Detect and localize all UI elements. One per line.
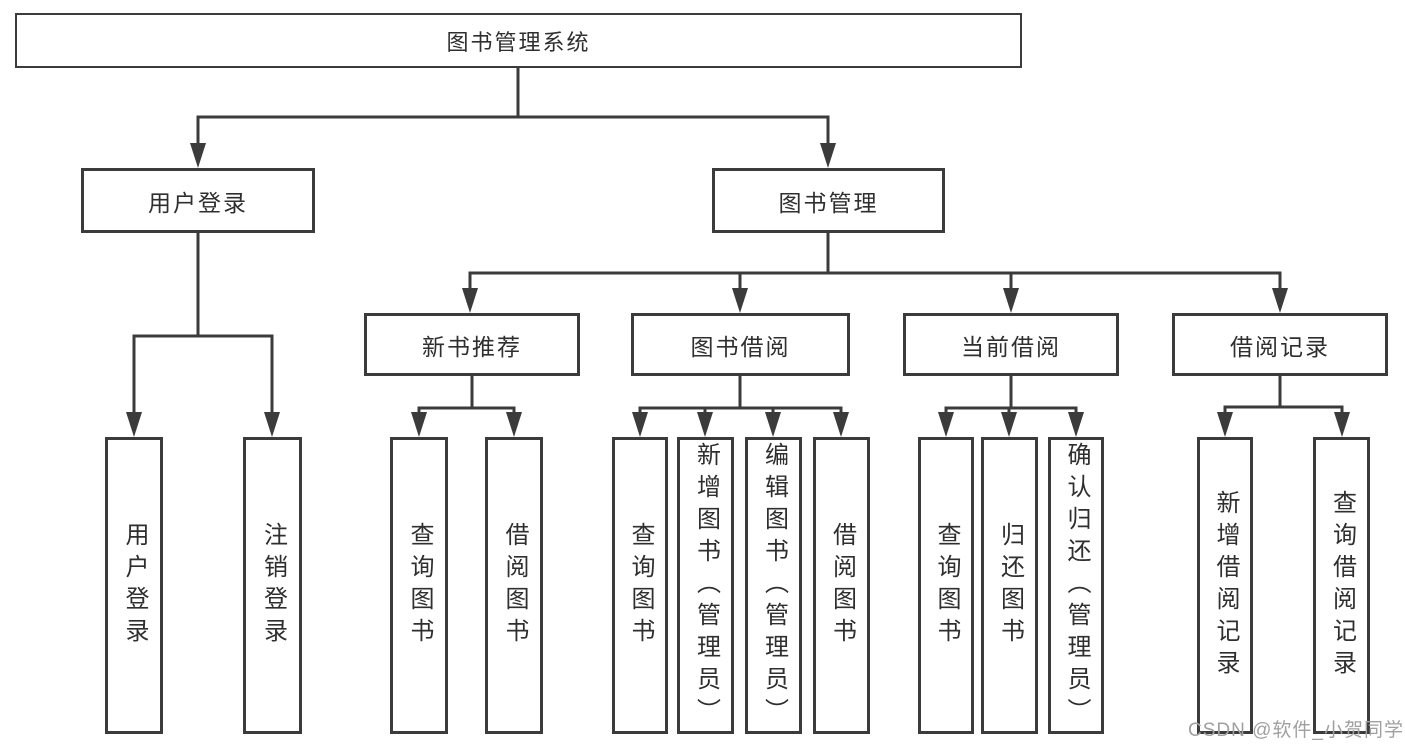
leaf-add-borrow-record: 新增借阅记录 <box>1197 437 1253 734</box>
node-borrow-records: 借阅记录 <box>1172 313 1388 376</box>
csdn-watermark: CSDN @软件_小贺同学 <box>1188 720 1404 741</box>
leaf-return-book-label: 归还图书 <box>996 521 1024 650</box>
node-root-label: 图书管理系统 <box>446 29 591 55</box>
leaf-query-books-3-label: 查询图书 <box>933 521 960 650</box>
node-book-mgmt: 图书管理 <box>712 168 945 233</box>
leaf-confirm-return-admin-label: 确认归还（管理员） <box>1063 441 1090 730</box>
node-root: 图书管理系统 <box>15 13 1022 68</box>
edge-book-borrow-to-leaves <box>632 374 849 437</box>
edge-book-mgmt-to-level3 <box>462 231 1288 313</box>
leaf-add-book-admin-label: 新增图书（管理员） <box>692 441 720 730</box>
node-current-borrow-label: 当前借阅 <box>961 333 1061 360</box>
node-book-mgmt-label: 图书管理 <box>778 189 879 216</box>
leaf-borrow-books-1-label: 借阅图书 <box>501 521 528 650</box>
edge-new-books-to-leaves <box>411 374 522 437</box>
edge-root-to-level2 <box>190 66 836 168</box>
edge-current-borrow-to-leaves <box>938 374 1084 437</box>
node-new-books: 新书推荐 <box>364 313 580 376</box>
leaf-user-login: 用户登录 <box>105 437 163 734</box>
node-borrow-records-label: 借阅记录 <box>1230 333 1330 360</box>
leaf-add-book-admin: 新增图书（管理员） <box>677 437 734 734</box>
node-book-borrow-label: 图书借阅 <box>690 333 791 360</box>
leaf-logout: 注销登录 <box>243 437 302 734</box>
node-new-books-label: 新书推荐 <box>422 333 522 360</box>
leaf-query-books-3: 查询图书 <box>918 437 974 734</box>
leaf-query-books-1-label: 查询图书 <box>406 521 433 650</box>
leaf-confirm-return-admin: 确认归还（管理员） <box>1048 437 1104 734</box>
leaf-return-book: 归还图书 <box>981 437 1038 734</box>
leaf-borrow-books-2-label: 借阅图书 <box>828 521 856 650</box>
edge-borrow-records-to-leaves <box>1217 374 1350 437</box>
edge-user-login-to-leaves <box>126 231 280 437</box>
leaf-borrow-books-2: 借阅图书 <box>813 437 870 734</box>
node-user-login-label: 用户登录 <box>148 189 248 216</box>
leaf-edit-book-admin: 编辑图书（管理员） <box>745 437 802 734</box>
leaf-user-login-label: 用户登录 <box>121 521 148 650</box>
node-user-login: 用户登录 <box>81 168 315 233</box>
leaf-query-books-2: 查询图书 <box>612 437 668 734</box>
node-current-borrow: 当前借阅 <box>903 313 1119 376</box>
leaf-query-borrow-record-label: 查询借阅记录 <box>1328 489 1356 682</box>
leaf-query-books-2-label: 查询图书 <box>627 521 654 650</box>
leaf-edit-book-admin-label: 编辑图书（管理员） <box>760 441 788 730</box>
leaf-logout-label: 注销登录 <box>259 521 287 650</box>
leaf-query-books-1: 查询图书 <box>390 437 448 734</box>
leaf-add-borrow-record-label: 新增借阅记录 <box>1212 489 1239 682</box>
node-book-borrow: 图书借阅 <box>631 313 850 376</box>
leaf-borrow-books-1: 借阅图书 <box>485 437 543 734</box>
leaf-query-borrow-record: 查询借阅记录 <box>1313 437 1370 734</box>
